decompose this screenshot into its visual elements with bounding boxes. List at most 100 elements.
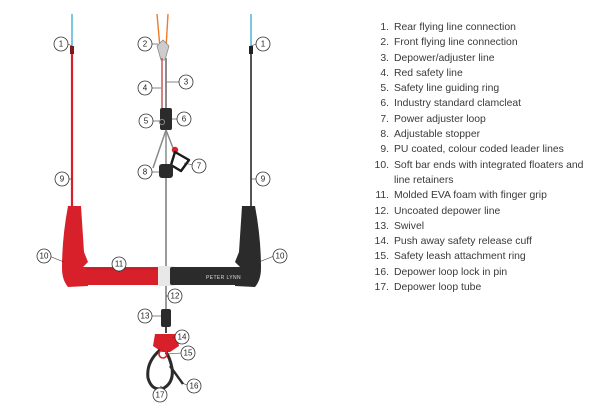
legend-item-number: 16. [374, 266, 389, 278]
legend-item-number: 5. [380, 83, 389, 95]
callout-14 [174, 329, 190, 345]
callout-11 [111, 256, 127, 272]
legend-item: 17. Depower loop tube [372, 280, 596, 295]
callout-13 [137, 308, 153, 324]
power-adjuster-line-a [152, 129, 167, 169]
callout-4-label: 4 [143, 84, 148, 93]
rear-line-knot-right [249, 46, 253, 54]
legend-item: 4.Red safety line [372, 66, 596, 81]
legend-item-number: 7. [380, 113, 389, 125]
legend-item: 9. PU coated, colour coded leader lines [372, 142, 596, 157]
callout-15-label: 15 [184, 349, 193, 358]
callout-9-right-label: 9 [261, 175, 266, 184]
bar-grip-left [80, 267, 162, 285]
legend-item: 1. Rear flying line connection [372, 20, 596, 35]
legend-item-text: Safety leash attachment ring [394, 251, 526, 263]
power-adjuster-line-b [165, 129, 174, 149]
callout-17 [152, 387, 168, 403]
legend-item-number: 10. [374, 159, 389, 171]
legend-item: 14. Push away safety release cuff [372, 234, 596, 249]
callout-16-label: 16 [190, 382, 199, 391]
depower-loop [146, 348, 174, 391]
legend-item-text: Front flying line connection [394, 37, 518, 49]
rear-line-knot-left [70, 46, 74, 54]
legend-item: 2.Front flying line connection [372, 35, 596, 50]
callout-5-label: 5 [144, 117, 149, 126]
legend-item-text: Power adjuster loop [394, 113, 486, 125]
legend-item: 8.Adjustable stopper [372, 127, 596, 142]
callout-16 [186, 378, 202, 394]
legend-item-text: Molded EVA foam with finger grip [394, 190, 547, 202]
legend-item-number: 1. [380, 22, 389, 33]
legend-item: 10. Soft bar ends with integrated floater… [372, 158, 596, 189]
legend-item-text: Safety line guiding ring [394, 83, 500, 95]
legend-item-number: 13. [374, 220, 389, 232]
front-flying-line-left [156, 13, 161, 49]
power-adjuster-loop [169, 150, 191, 173]
front-flying-line-right [165, 13, 169, 49]
legend-item-text: Industry standard clamcleat [394, 98, 522, 110]
callout-1-right [255, 36, 271, 52]
legend-item-text: Swivel [394, 220, 425, 232]
callout-10-left-label: 10 [40, 252, 49, 261]
callout-13-label: 13 [141, 312, 150, 321]
safety-release-cuff [153, 334, 179, 352]
legend-item-number: 3. [380, 52, 389, 64]
legend-item: 12. Uncoated depower line [372, 204, 596, 219]
callout-9-right [255, 171, 271, 187]
legend-item: 11. Molded EVA foam with finger grip [372, 188, 596, 203]
safety-line-guiding-ring [158, 118, 166, 126]
legend-item-text: Depower/adjuster line [394, 52, 495, 64]
callout-9-left [54, 171, 70, 187]
legend-item-text: Depower loop tube [394, 282, 482, 294]
swivel [161, 309, 171, 327]
legend-item: 7. Power adjuster loop [372, 112, 596, 127]
callout-2 [137, 36, 153, 52]
callout-9-left-label: 9 [60, 175, 65, 184]
legend-item-text: Depower loop lock in pin [394, 266, 508, 278]
legend-item-text: Adjustable stopper [394, 129, 481, 141]
legend-item-number: 4. [380, 67, 389, 79]
legend-item-text: Rear flying line connection [394, 22, 516, 33]
callout-3 [178, 74, 194, 90]
callout-12 [167, 288, 183, 304]
legend-item-number: 9. [380, 144, 389, 156]
callout-17-label: 17 [156, 391, 165, 400]
front-line-pigtail [156, 39, 170, 61]
callout-10-left [36, 248, 52, 264]
callout-10-right [272, 248, 288, 264]
legend-item-number: 17. [374, 282, 389, 294]
callout-14-label: 14 [178, 333, 187, 342]
callout-6 [176, 111, 192, 127]
legend-item-text: Soft bar ends with integrated floaters a… [394, 159, 584, 186]
callout-5 [138, 113, 154, 129]
bar-grip-right [170, 267, 252, 285]
legend-item: 16. Depower loop lock in pin [372, 265, 596, 280]
bar-end-left [62, 206, 88, 287]
legend-item: 15. Safety leash attachment ring [372, 249, 596, 264]
legend-item-text: Push away safety release cuff [394, 236, 532, 248]
callout-8-label: 8 [143, 168, 148, 177]
legend-item: 13. Swivel [372, 219, 596, 234]
legend-item: 5. Safety line guiding ring [372, 81, 596, 96]
callout-11-label: 11 [115, 260, 124, 269]
legend-item-text: Uncoated depower line [394, 205, 501, 217]
legend-item: 3. Depower/adjuster line [372, 51, 596, 66]
callout-1-left-label: 1 [59, 40, 64, 49]
callout-3-label: 3 [184, 78, 189, 87]
callout-7 [191, 158, 207, 174]
legend-item-number: 12. [374, 205, 389, 217]
bar-brand: PETER LYNN [206, 275, 241, 281]
legend-item-number: 11. [375, 190, 389, 202]
callout-12-label: 12 [171, 292, 180, 301]
callout-4 [137, 80, 153, 96]
callout-1-right-label: 1 [261, 40, 266, 49]
callout-7-label: 7 [197, 162, 202, 171]
bar-end-right [235, 206, 261, 287]
control-bar-diagram: PETER LYNN [36, 13, 288, 403]
adjustable-stopper [159, 164, 173, 178]
legend-item-number: 14. [374, 236, 389, 248]
legend-item-number: 6. [380, 98, 389, 110]
legend-item-number: 15. [374, 251, 389, 263]
legend-item-text: PU coated, colour coded leader lines [394, 144, 564, 156]
